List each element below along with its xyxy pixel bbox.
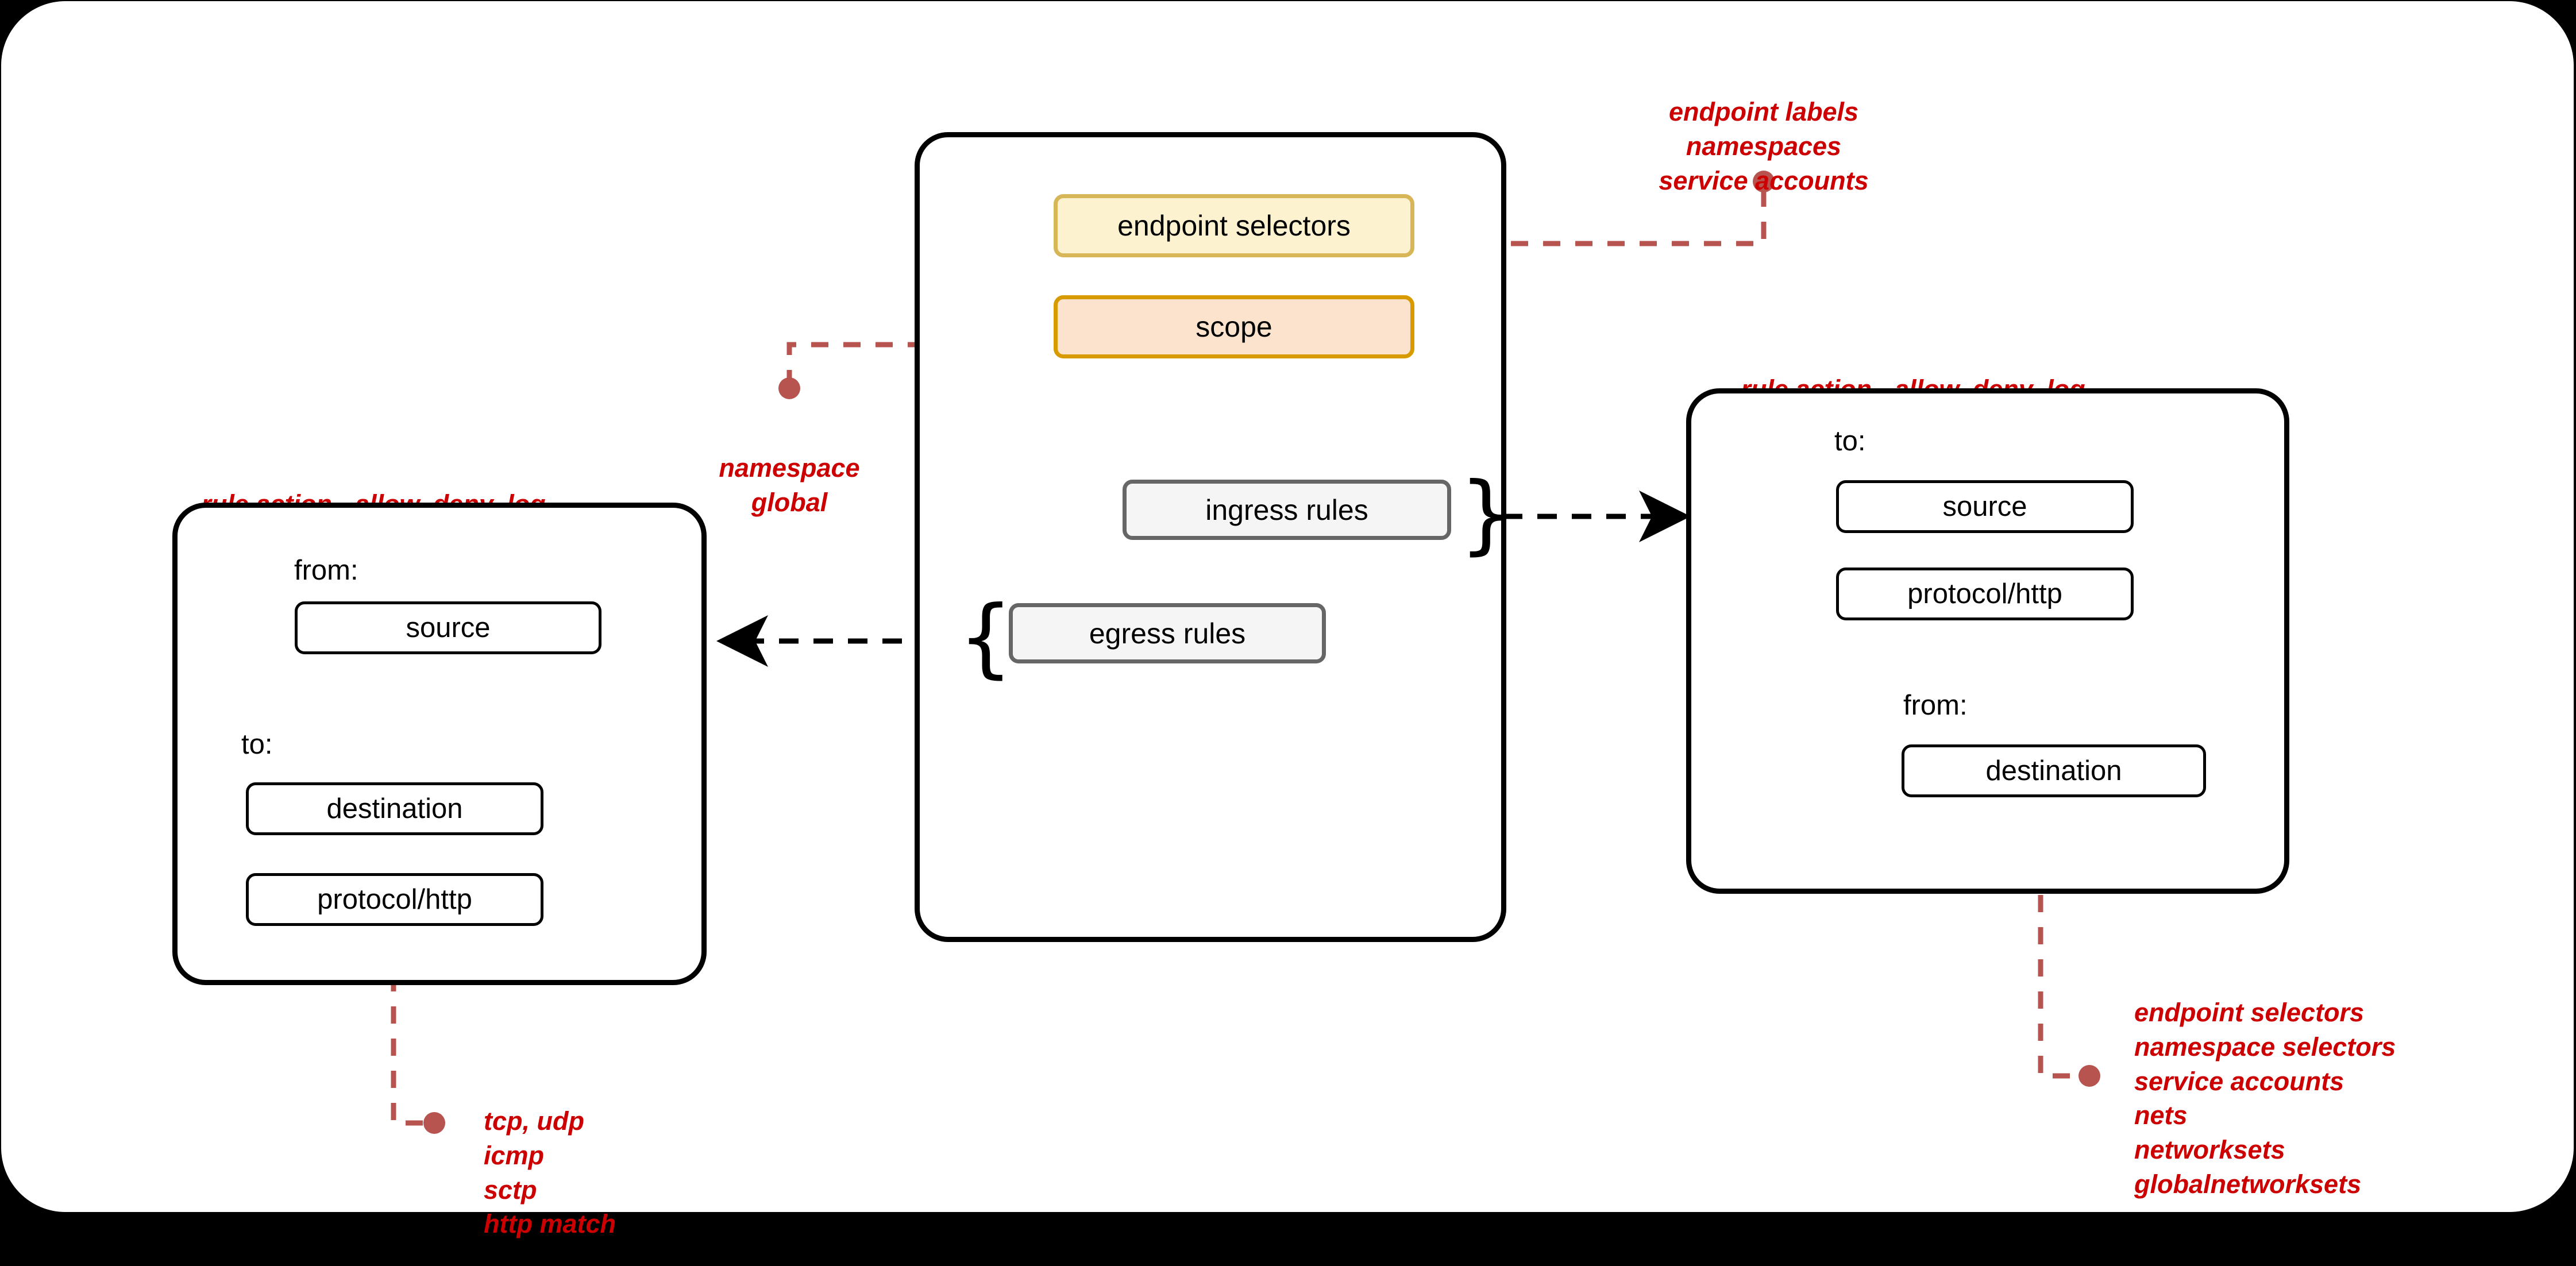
scope-annotation: namespace global [663, 416, 916, 520]
egress-brace: { [958, 595, 1013, 681]
right-destination-annotation-text: endpoint selectors namespace selectors s… [2134, 997, 2396, 1199]
right-protocol-label: protocol/http [1907, 578, 2062, 609]
scope-annotation-text: namespace global [719, 453, 860, 517]
scope-label: scope [1196, 311, 1272, 343]
annotation-dot [1753, 171, 1775, 192]
left-to-caption: to: [241, 728, 272, 761]
right-destination-annotation: endpoint selectors namespace selectors s… [2134, 961, 2576, 1202]
ingress-rules-box[interactable]: ingress rules [1123, 480, 1451, 540]
right-destination-label: destination [1985, 755, 2122, 786]
left-to-label: to: [241, 729, 273, 760]
egress-rules-box[interactable]: egress rules [1009, 603, 1326, 663]
left-from-caption: from: [294, 554, 358, 586]
left-from-label: from: [294, 555, 358, 586]
annotation-dot [778, 377, 800, 399]
right-from-caption: from: [1903, 689, 1968, 721]
endpoint-selectors-box[interactable]: endpoint selectors [1054, 194, 1414, 257]
right-destination-box[interactable]: destination [1902, 744, 2206, 797]
left-destination-label: destination [326, 793, 463, 824]
left-source-label: source [406, 612, 491, 643]
right-to-label: to: [1834, 426, 1866, 457]
right-ingress-detail-panel [1686, 388, 2289, 894]
egress-rules-label: egress rules [1089, 617, 1246, 650]
left-protocol-annotation: tcp, udp icmp sctp http match [484, 1070, 886, 1241]
left-protocol-annotation-line [391, 942, 445, 1134]
right-to-caption: to: [1834, 425, 1865, 457]
scope-box[interactable]: scope [1054, 295, 1414, 358]
left-protocol-annotation-text: tcp, udp icmp sctp http match [484, 1106, 616, 1239]
scope-annotation-line [778, 342, 1054, 399]
endpoint-selectors-annotation: endpoint labels namespaces service accou… [1591, 60, 1936, 198]
right-from-label: from: [1903, 690, 1968, 721]
right-destination-annotation-line [2038, 798, 2100, 1087]
annotation-dot [423, 1112, 445, 1134]
left-protocol-box[interactable]: protocol/http [246, 873, 543, 926]
right-source-box[interactable]: source [1836, 480, 2134, 533]
left-source-box[interactable]: source [295, 601, 601, 654]
ingress-brace-glyph: } [1459, 464, 1514, 564]
ingress-rules-label: ingress rules [1205, 493, 1368, 526]
endpoint-selectors-annotation-text: endpoint labels namespaces service accou… [1659, 97, 1869, 195]
annotation-dot [2078, 1065, 2100, 1087]
right-source-label: source [1942, 491, 2027, 522]
left-protocol-label: protocol/http [317, 884, 472, 915]
endpoint-selectors-annotation-line [1414, 171, 1775, 246]
endpoint-selectors-label: endpoint selectors [1117, 210, 1351, 242]
ingress-brace: } [1459, 471, 1514, 557]
egress-brace-glyph: { [958, 588, 1013, 688]
left-destination-box[interactable]: destination [246, 782, 543, 835]
right-protocol-box[interactable]: protocol/http [1836, 568, 2134, 620]
